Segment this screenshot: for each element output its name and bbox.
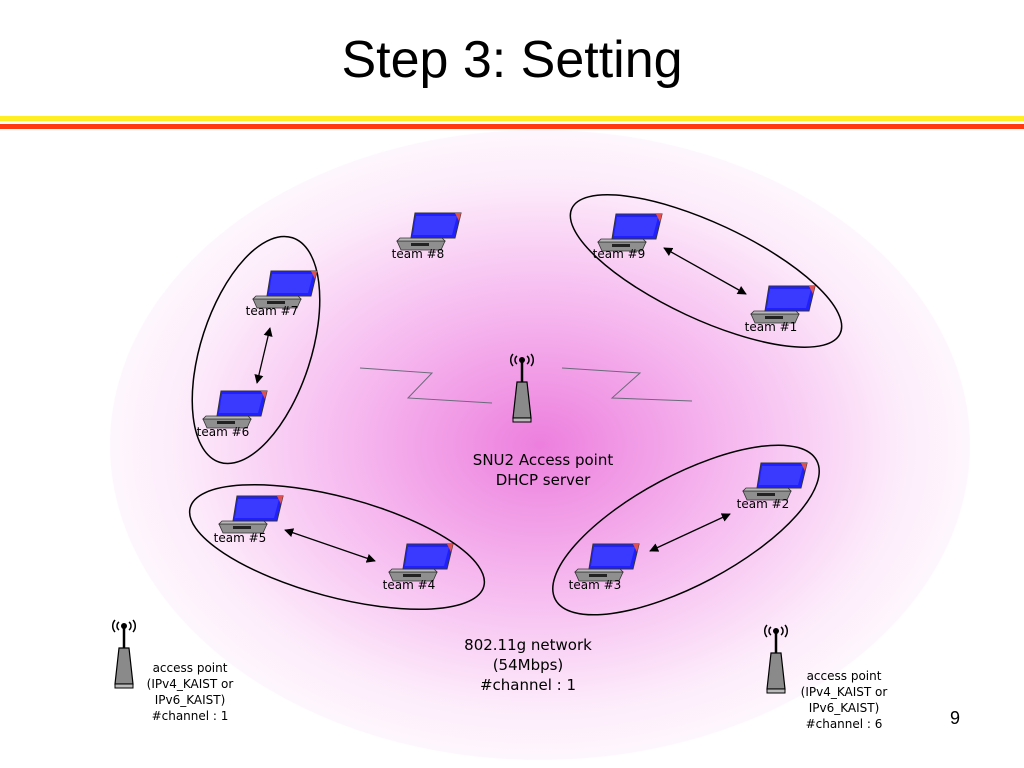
laptop-team-7	[252, 270, 318, 309]
left-ap-line4: #channel : 1	[151, 709, 229, 723]
link-arrow-3-2	[649, 513, 731, 552]
central-antenna-icon	[509, 352, 535, 424]
left-ap-line3: IPv6_KAIST)	[154, 693, 226, 707]
left-ap-line2: (IPv4_KAIST or	[146, 677, 234, 691]
link-arrow-9-1	[663, 247, 747, 295]
central-ap-line2: DHCP server	[495, 471, 591, 489]
wireless-link-left	[359, 367, 493, 404]
right-ap-line4: #channel : 6	[805, 717, 883, 731]
label-team-9: team #9	[592, 247, 646, 261]
label-team-8: team #8	[391, 247, 445, 261]
wireless-link-right	[561, 367, 693, 402]
network-line2: (54Mbps)	[492, 656, 564, 674]
group-ellipse-5-4	[188, 483, 486, 611]
label-team-5: team #5	[213, 531, 267, 545]
link-arrow-5-4	[284, 528, 376, 563]
title-rule-red	[0, 124, 1024, 129]
right-ap-caption: access point (IPv4_KAIST or IPv6_KAIST) …	[801, 668, 888, 732]
laptop-team-3	[574, 543, 640, 582]
laptop-team-6	[202, 390, 268, 429]
laptop-team-2	[742, 462, 808, 501]
label-team-6: team #6	[196, 425, 250, 439]
left-ap-line1: access point	[152, 661, 228, 675]
laptop-team-4	[388, 543, 454, 582]
group-ellipse-9-1	[569, 194, 843, 348]
laptop-team-9	[597, 213, 663, 252]
left-ap-caption: access point (IPv4_KAIST or IPv6_KAIST) …	[147, 660, 234, 724]
label-team-2: team #2	[736, 497, 790, 511]
laptop-team-5	[218, 495, 284, 534]
label-team-4: team #4	[382, 578, 436, 592]
laptop-team-8	[396, 212, 462, 251]
label-team-3: team #3	[568, 578, 622, 592]
label-team-1: team #1	[744, 320, 798, 334]
network-line3: #channel : 1	[479, 676, 577, 694]
network-coverage-glow	[110, 130, 970, 760]
group-ellipse-7-6	[191, 235, 321, 465]
page-number: 9	[950, 708, 961, 728]
central-ap-line1: SNU2 Access point	[472, 451, 614, 469]
right-ap-line1: access point	[806, 669, 882, 683]
right-antenna-icon	[763, 623, 789, 695]
title-rule-yellow	[0, 116, 1024, 121]
network-caption: 802.11g network (54Mbps) #channel : 1	[464, 635, 592, 695]
right-ap-line2: (IPv4_KAIST or	[800, 685, 888, 699]
left-antenna-icon	[111, 618, 137, 690]
laptop-team-1	[750, 285, 816, 324]
right-ap-line3: IPv6_KAIST)	[808, 701, 880, 715]
link-arrow-7-6	[254, 327, 273, 384]
group-ellipse-2-3	[552, 444, 820, 616]
network-line1: 802.11g network	[464, 636, 592, 654]
page-title: Step 3: Setting	[341, 31, 683, 89]
central-ap-caption: SNU2 Access point DHCP server	[473, 450, 613, 490]
label-team-7: team #7	[245, 304, 299, 318]
